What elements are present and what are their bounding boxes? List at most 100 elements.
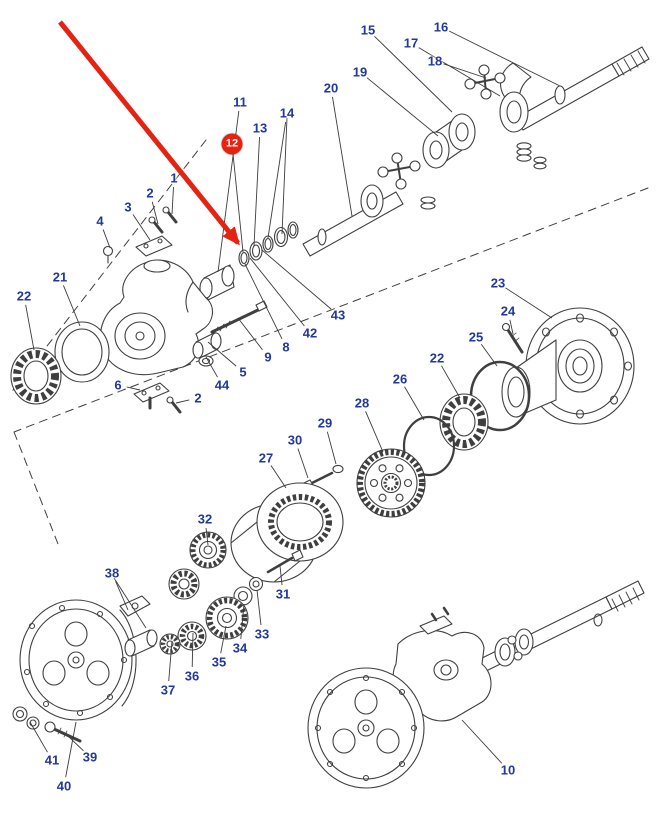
hub-seals-drawing	[402, 360, 531, 477]
leader-line	[279, 565, 283, 586]
mid-u-joint-drawing	[377, 152, 436, 210]
part-label-29: 29	[317, 415, 333, 431]
part-label-14: 14	[279, 105, 295, 121]
part-label-34: 34	[232, 640, 248, 656]
leader-line	[132, 214, 151, 241]
leader-line	[256, 589, 262, 626]
part-label-5: 5	[239, 364, 247, 380]
leader-line	[102, 229, 111, 249]
part-label-38: 38	[104, 565, 120, 581]
leader-line	[220, 625, 227, 654]
leader-line	[151, 201, 159, 225]
part-label-39: 39	[82, 749, 98, 765]
halfshaft-drawing	[464, 46, 650, 170]
axle-assembly-drawing	[307, 580, 645, 789]
leader-line	[240, 603, 245, 640]
part-label-22: 22	[16, 288, 32, 304]
part-label-21: 21	[52, 269, 68, 285]
part-label-33: 33	[254, 626, 270, 642]
part-label-43: 43	[330, 307, 346, 323]
leader-line	[244, 263, 283, 340]
leader-line	[509, 319, 514, 335]
leader-line	[191, 632, 194, 668]
part-label-28: 28	[354, 395, 370, 411]
leader-line	[270, 465, 287, 489]
leader-line	[448, 30, 561, 87]
kingpin-bolt-drawing	[192, 300, 268, 367]
leader-line	[418, 47, 501, 97]
leader-line	[65, 721, 77, 778]
part-label-4: 4	[96, 213, 104, 229]
part-label-37: 37	[160, 682, 176, 698]
leader-line	[232, 152, 244, 253]
part-label-2: 2	[146, 185, 154, 201]
leader-line	[253, 136, 260, 247]
highlight-arrow	[58, 20, 240, 246]
u-joint-cross-icon	[464, 64, 506, 100]
steering-knuckle-drawing	[100, 206, 213, 414]
part-label-16: 16	[433, 19, 449, 35]
part-label-18: 18	[427, 53, 443, 69]
part-label-41: 41	[44, 752, 60, 768]
leader-line	[480, 344, 498, 367]
leader-line	[374, 35, 453, 113]
leader-line	[365, 411, 384, 453]
leader-line	[207, 341, 237, 367]
leader-line	[175, 399, 190, 404]
planet-gear-set-drawing	[159, 531, 304, 655]
part-label-40: 40	[56, 778, 72, 794]
leader-line	[237, 317, 263, 351]
double-yoke-drawing	[422, 113, 476, 169]
leader-line	[67, 735, 84, 752]
highlighted-part-label-12: 12	[221, 133, 243, 155]
leader-line	[29, 721, 48, 753]
part-label-19: 19	[352, 64, 368, 80]
part-label-17: 17	[403, 35, 419, 51]
part-label-22: 22	[429, 350, 445, 366]
leader-line	[267, 121, 287, 239]
leader-line	[281, 117, 288, 235]
wheel-hub-drawing	[501, 307, 635, 425]
left-seal-and-bearing-drawing	[10, 321, 110, 405]
part-label-9: 9	[264, 349, 272, 365]
leader-line	[62, 285, 81, 327]
part-label-3: 3	[124, 199, 132, 215]
leader-line	[25, 304, 35, 351]
part-label-20: 20	[323, 80, 339, 96]
part-label-42: 42	[302, 325, 318, 341]
part-label-35: 35	[211, 654, 227, 670]
part-label-1: 1	[170, 170, 178, 186]
part-label-36: 36	[184, 668, 200, 684]
leader-line	[505, 287, 553, 319]
part-label-30: 30	[287, 432, 303, 448]
part-label-25: 25	[468, 329, 484, 345]
circlip-drawing	[516, 142, 547, 170]
inner-shaft-drawing	[302, 184, 404, 257]
part-label-44: 44	[214, 377, 230, 393]
part-label-13: 13	[252, 120, 268, 136]
leader-line	[168, 640, 173, 682]
leader-line	[249, 257, 305, 327]
part-label-27: 27	[258, 450, 274, 466]
leader-line	[205, 527, 209, 546]
part-label-32: 32	[197, 511, 213, 527]
leader-line	[126, 386, 141, 391]
leader-line	[113, 577, 147, 629]
drive-gear-drawing	[356, 448, 426, 518]
leader-line	[115, 581, 129, 611]
planet-carrier-drawing	[12, 595, 158, 743]
seal-rings-drawing	[199, 221, 299, 301]
leader-line	[171, 186, 174, 215]
part-label-26: 26	[392, 371, 408, 387]
part-label-8: 8	[282, 339, 290, 355]
part-label-2: 2	[194, 390, 202, 406]
leader-line	[461, 719, 503, 764]
part-label-15: 15	[360, 22, 376, 38]
part-label-6: 6	[114, 377, 122, 393]
ring-gear-drawing	[230, 482, 344, 583]
leader-line	[297, 448, 309, 479]
part-label-23: 23	[490, 275, 506, 291]
